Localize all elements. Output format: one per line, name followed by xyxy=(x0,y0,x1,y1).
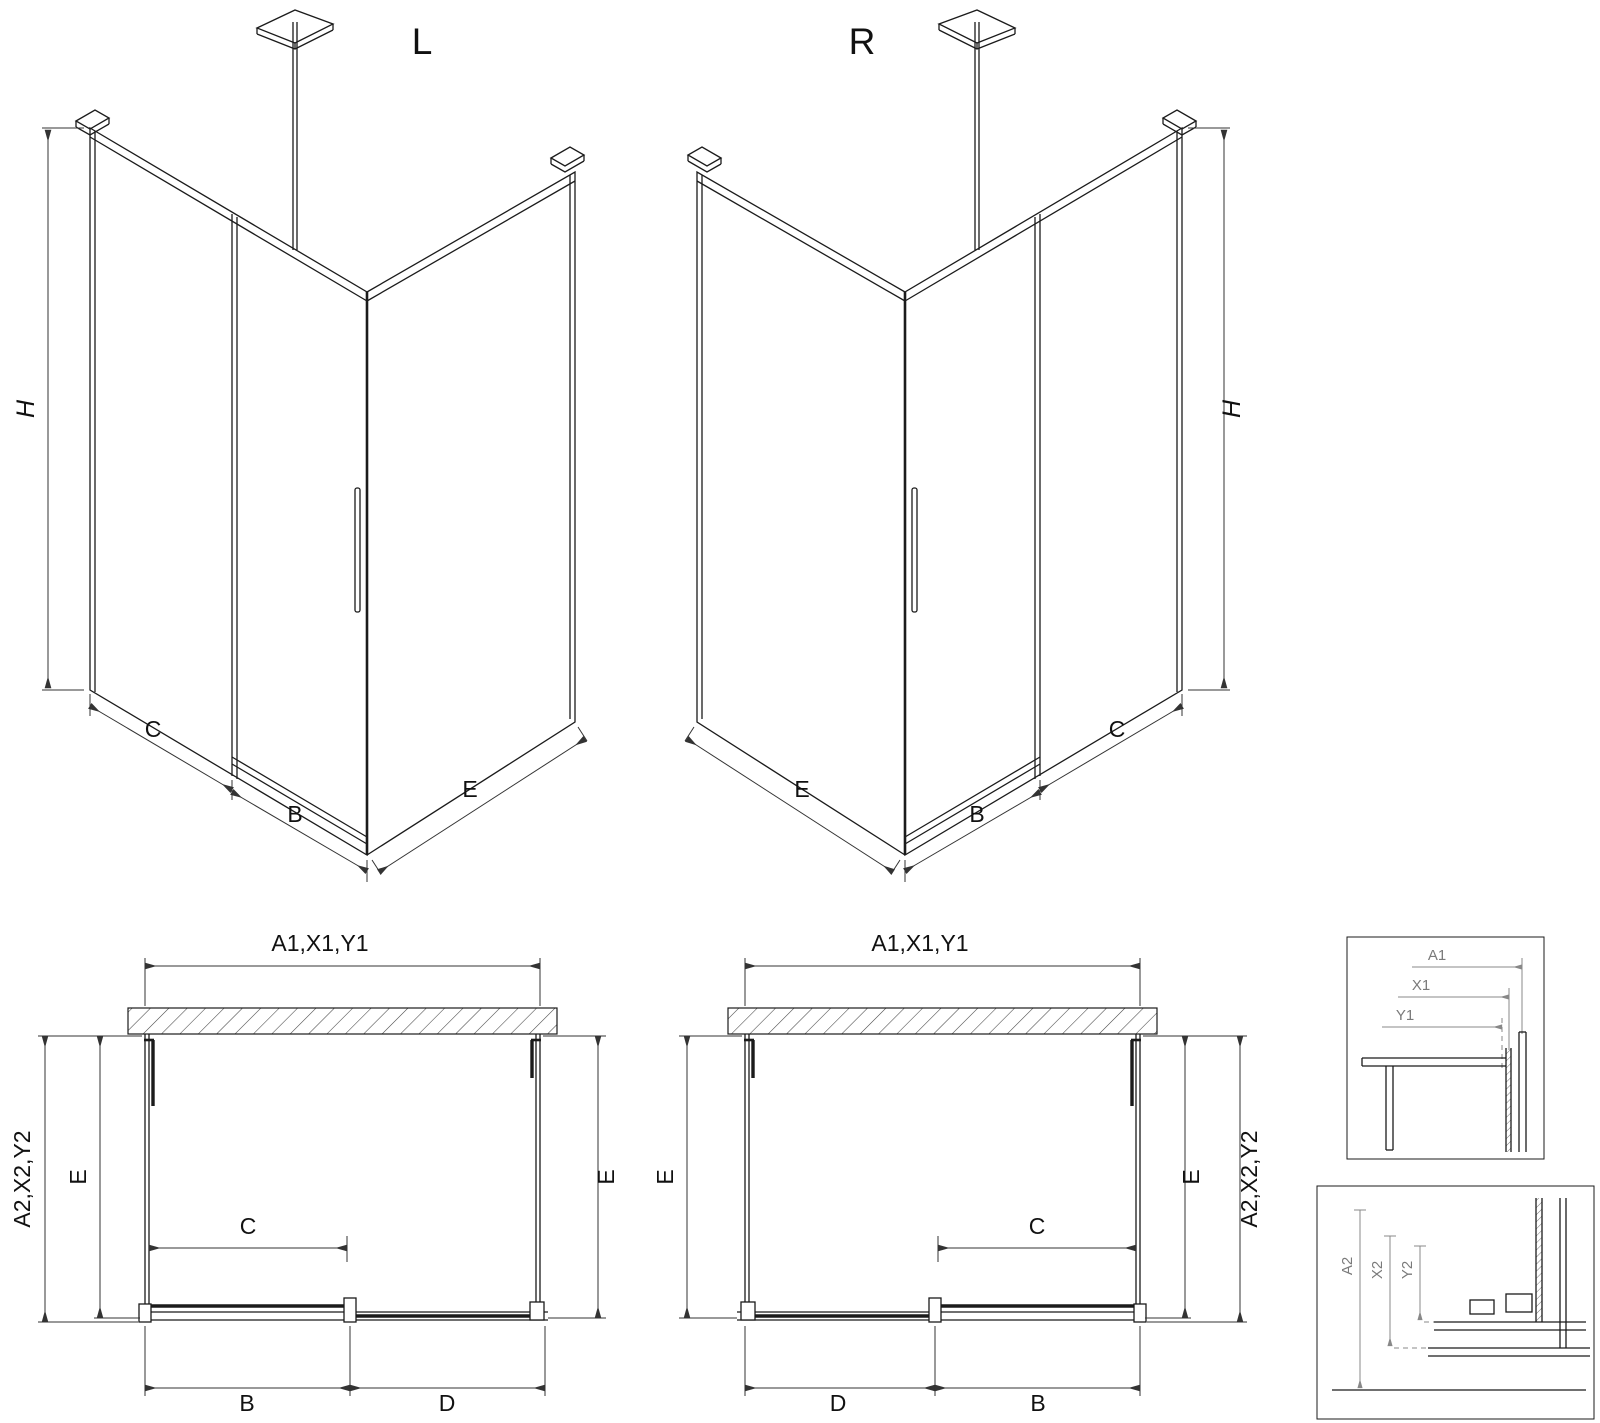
detail-label-y2: Y2 xyxy=(1399,1261,1416,1279)
dim-label-h: H xyxy=(12,399,40,418)
support-bar-left xyxy=(255,9,335,250)
door-handle xyxy=(911,487,918,613)
dimension-a2-left: A2,X2,Y2 xyxy=(9,1035,142,1323)
door-handle xyxy=(354,487,361,613)
dimension-c-plan-left: C xyxy=(148,1213,348,1262)
dimension-c-right: C xyxy=(1038,694,1184,800)
dim-label-e: E xyxy=(65,1169,91,1184)
glass-section-hatch xyxy=(1506,1048,1511,1152)
dimension-e-left: E xyxy=(371,726,588,875)
detail-label-x1: X1 xyxy=(1412,977,1430,994)
dim-label-e: E xyxy=(652,1169,678,1184)
dim-label-a1x1y1: A1,X1,Y1 xyxy=(871,930,968,956)
plan-glass-right xyxy=(737,1034,1147,1323)
wall-brackets-right xyxy=(686,109,1198,173)
wall-profile-section-top xyxy=(1361,1031,1527,1152)
dimension-e-right: E xyxy=(684,726,901,875)
roller-profile xyxy=(1505,1293,1533,1313)
dimension-e-right-inner: E xyxy=(1145,1035,1204,1319)
iso-view-right: H C B E R xyxy=(684,9,1246,882)
dim-label-e: E xyxy=(593,1169,619,1184)
door-edge-profile xyxy=(928,1297,942,1323)
dimension-a1-left: A1,X1,Y1 xyxy=(144,930,541,1006)
dimension-e-right: E xyxy=(543,1035,619,1319)
rail-end-cap xyxy=(1133,1303,1147,1323)
plan-glass-left xyxy=(138,1034,548,1323)
detail-frame xyxy=(1316,1185,1595,1420)
detail-label-x2: X2 xyxy=(1369,1261,1386,1279)
glass-panels-right xyxy=(696,126,1183,857)
dimension-d-plan-right: D xyxy=(744,1326,936,1416)
detail-frame xyxy=(1346,936,1545,1160)
dim-label-b: B xyxy=(287,801,302,827)
dimension-c-left: C xyxy=(88,694,234,800)
plan-view-right: A1,X1,Y1 A2,X2,Y2 E E C D xyxy=(652,930,1262,1416)
dim-label-h: H xyxy=(1218,399,1246,418)
detail-label-a2: A2 xyxy=(1339,1257,1356,1275)
rail-end-cap xyxy=(138,1303,152,1323)
dim-label-e: E xyxy=(1178,1169,1204,1184)
dim-label-b: B xyxy=(1030,1390,1045,1416)
glass-panels-left xyxy=(89,126,576,857)
dim-label-e: E xyxy=(794,776,809,802)
dimension-b-plan-right: B xyxy=(934,1326,1141,1416)
roller-profile xyxy=(1469,1299,1495,1315)
dim-label-c: C xyxy=(240,1213,257,1239)
view-label-l: L xyxy=(412,21,433,62)
support-bar-right xyxy=(937,9,1017,250)
dimension-h-right: H xyxy=(1188,127,1246,691)
detail-label-y1: Y1 xyxy=(1396,1007,1414,1024)
dim-label-d: D xyxy=(830,1390,847,1416)
dimension-e-left: E xyxy=(652,1035,742,1319)
detail-view-bottom: A2 X2 Y2 xyxy=(1316,1185,1595,1420)
dim-label-a2x2y2: A2,X2,Y2 xyxy=(9,1130,35,1227)
dimension-c-plan-right: C xyxy=(937,1213,1137,1262)
dimension-b-right: B xyxy=(903,788,1042,882)
dim-label-a2x2y2: A2,X2,Y2 xyxy=(1236,1130,1262,1227)
rail-profile-section-bottom xyxy=(1332,1198,1590,1391)
dim-label-c: C xyxy=(1109,716,1126,742)
dimension-h-left: H xyxy=(12,127,84,691)
dimension-d-plan-left: D xyxy=(349,1326,546,1416)
dim-label-b: B xyxy=(239,1390,254,1416)
dim-label-c: C xyxy=(1029,1213,1046,1239)
wall-brackets-left xyxy=(74,109,586,173)
dim-label-e: E xyxy=(462,776,477,802)
view-label-r: R xyxy=(849,21,876,62)
wall-section-hatched xyxy=(127,1007,558,1035)
plan-view-left: A1,X1,Y1 A2,X2,Y2 E E C B xyxy=(9,930,619,1416)
corner-profile xyxy=(740,1301,756,1321)
detail-view-top: A1 X1 Y1 xyxy=(1346,936,1545,1160)
dim-label-c: C xyxy=(145,716,162,742)
door-edge-profile xyxy=(343,1297,357,1323)
iso-view-left: H C B E L xyxy=(12,9,588,882)
dim-label-d: D xyxy=(439,1390,456,1416)
dimension-a2-right: A2,X2,Y2 xyxy=(1143,1035,1262,1323)
dimension-b-plan-left: B xyxy=(144,1326,351,1416)
detail-label-a1: A1 xyxy=(1428,947,1446,964)
corner-profile xyxy=(529,1301,545,1321)
glass-section-hatch xyxy=(1536,1198,1542,1322)
dimension-a1-right: A1,X1,Y1 xyxy=(744,930,1141,1006)
dim-label-a1x1y1: A1,X1,Y1 xyxy=(271,930,368,956)
dimension-e-left-inner: E xyxy=(65,1035,140,1319)
dimension-b-left: B xyxy=(230,788,369,882)
wall-section-hatched xyxy=(727,1007,1158,1035)
dim-label-b: B xyxy=(969,801,984,827)
